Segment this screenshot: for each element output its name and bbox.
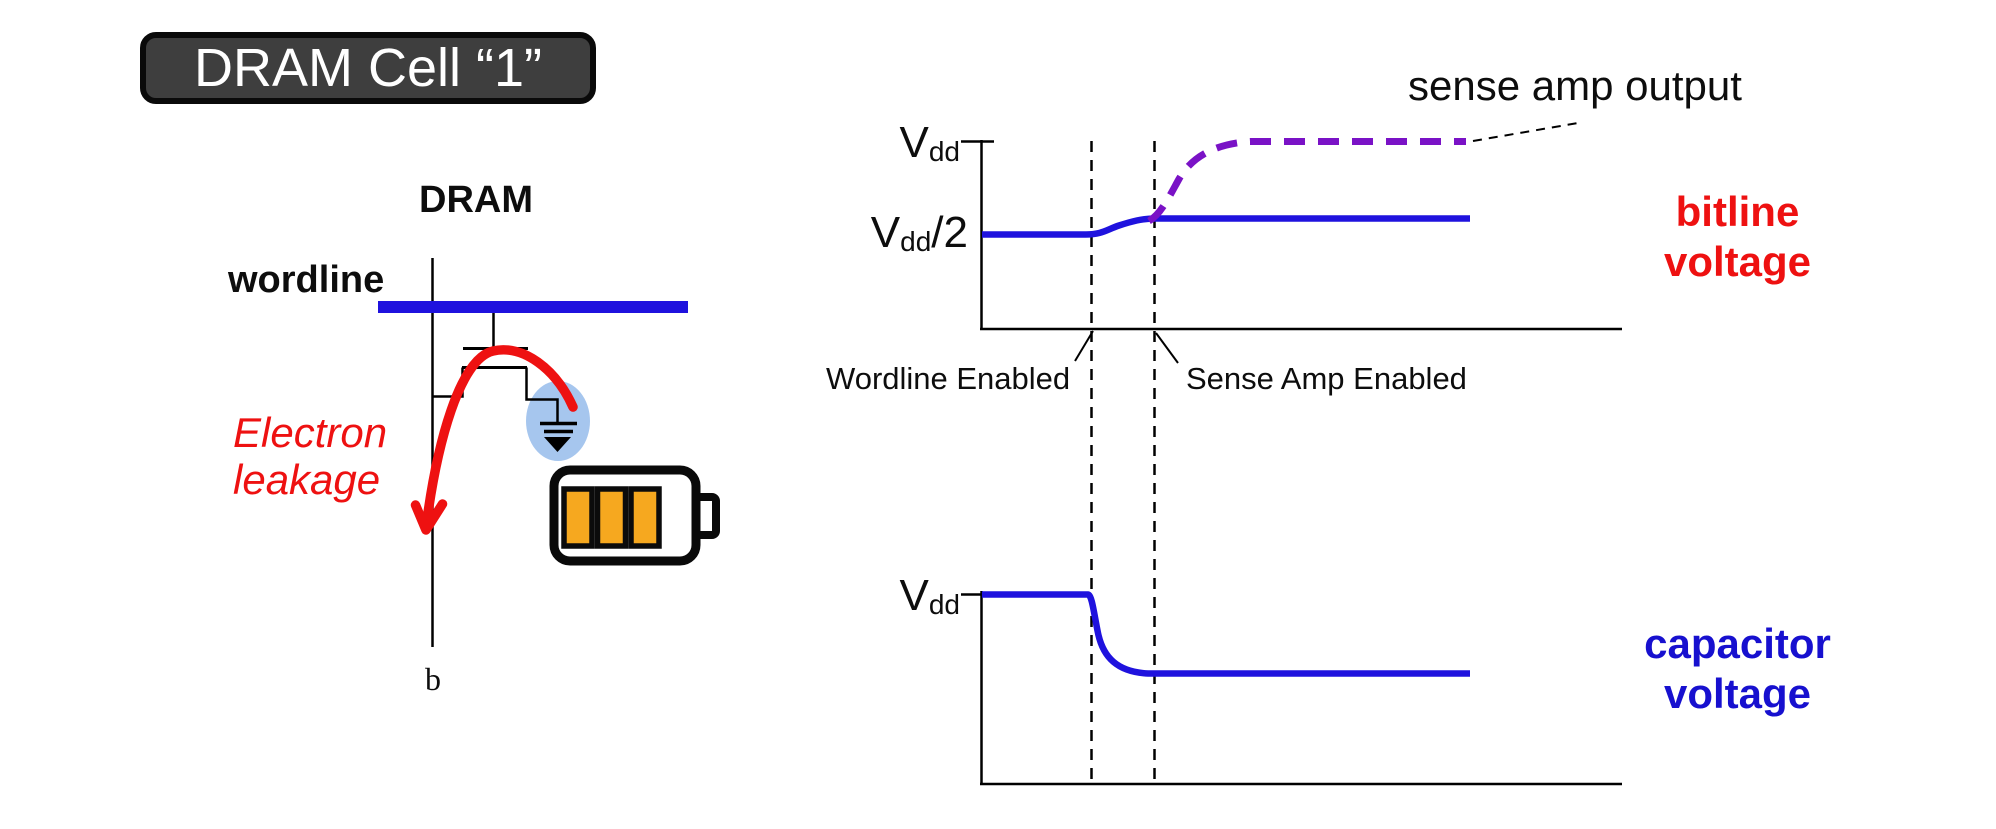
electron-leakage-line2: leakage [233,456,381,503]
sense-amp-output-leader-line [1472,122,1579,142]
electron-leakage-arrow [422,345,578,525]
capacitor-voltage-line1: capacitor [1644,620,1831,667]
title-box: DRAM Cell “1” [140,32,596,104]
ground-arrow-icon [544,437,571,452]
vdd-v: V [870,208,901,257]
vdd-v: V [899,118,929,167]
battery-full-icon [549,465,720,566]
vdd-sub: dd [928,588,960,620]
sense-amp-output-curve [1147,138,1466,225]
vdd-half-suffix: /2 [931,208,968,257]
vdd-v: V [899,571,929,620]
dram-heading: DRAM [419,179,533,221]
timing-charts [961,122,1622,786]
sense-amp-output-label: sense amp output [1408,62,1742,109]
capacitor-voltage-label: capacitor voltage [1615,619,1860,719]
sense-amp-enabled-leader-line [1155,332,1179,364]
wordline-enabled-label: Wordline Enabled [826,361,1071,396]
vdd-half-label: Vdd/2 [840,208,968,257]
capacitor-voltage-curve [982,591,1470,677]
electron-leakage-arrowhead [410,499,448,535]
wordline-enabled-leader-line [1074,330,1094,362]
battery-bar [594,486,629,549]
bitline-voltage-label: bitline voltage [1615,187,1860,287]
electron-leakage-line1: Electron [233,409,388,456]
battery-bar [561,486,595,549]
bitline-voltage-line2: voltage [1663,238,1812,285]
vdd-label-bottom: Vdd [840,571,960,620]
wordline-label: wordline [228,259,385,301]
dram-cell-circuit [378,258,720,647]
bitline-voltage-line1: bitline [1675,188,1800,235]
capacitor-voltage-line2: voltage [1663,670,1812,717]
electron-leakage-label: Electron leakage [233,409,387,503]
wordline-bar [378,301,688,313]
bitline-b-label: b [425,661,441,697]
vdd-label-top: Vdd [840,118,960,167]
vdd-sub: dd [928,135,960,167]
drain-to-capacitor-wire [525,367,559,422]
bitline-voltage-curve [982,215,1470,238]
battery-bar [628,486,662,549]
sense-amp-enabled-label: Sense Amp Enabled [1186,361,1467,396]
slide-title: DRAM Cell “1” [193,38,543,98]
vdd-sub: dd [900,225,932,257]
